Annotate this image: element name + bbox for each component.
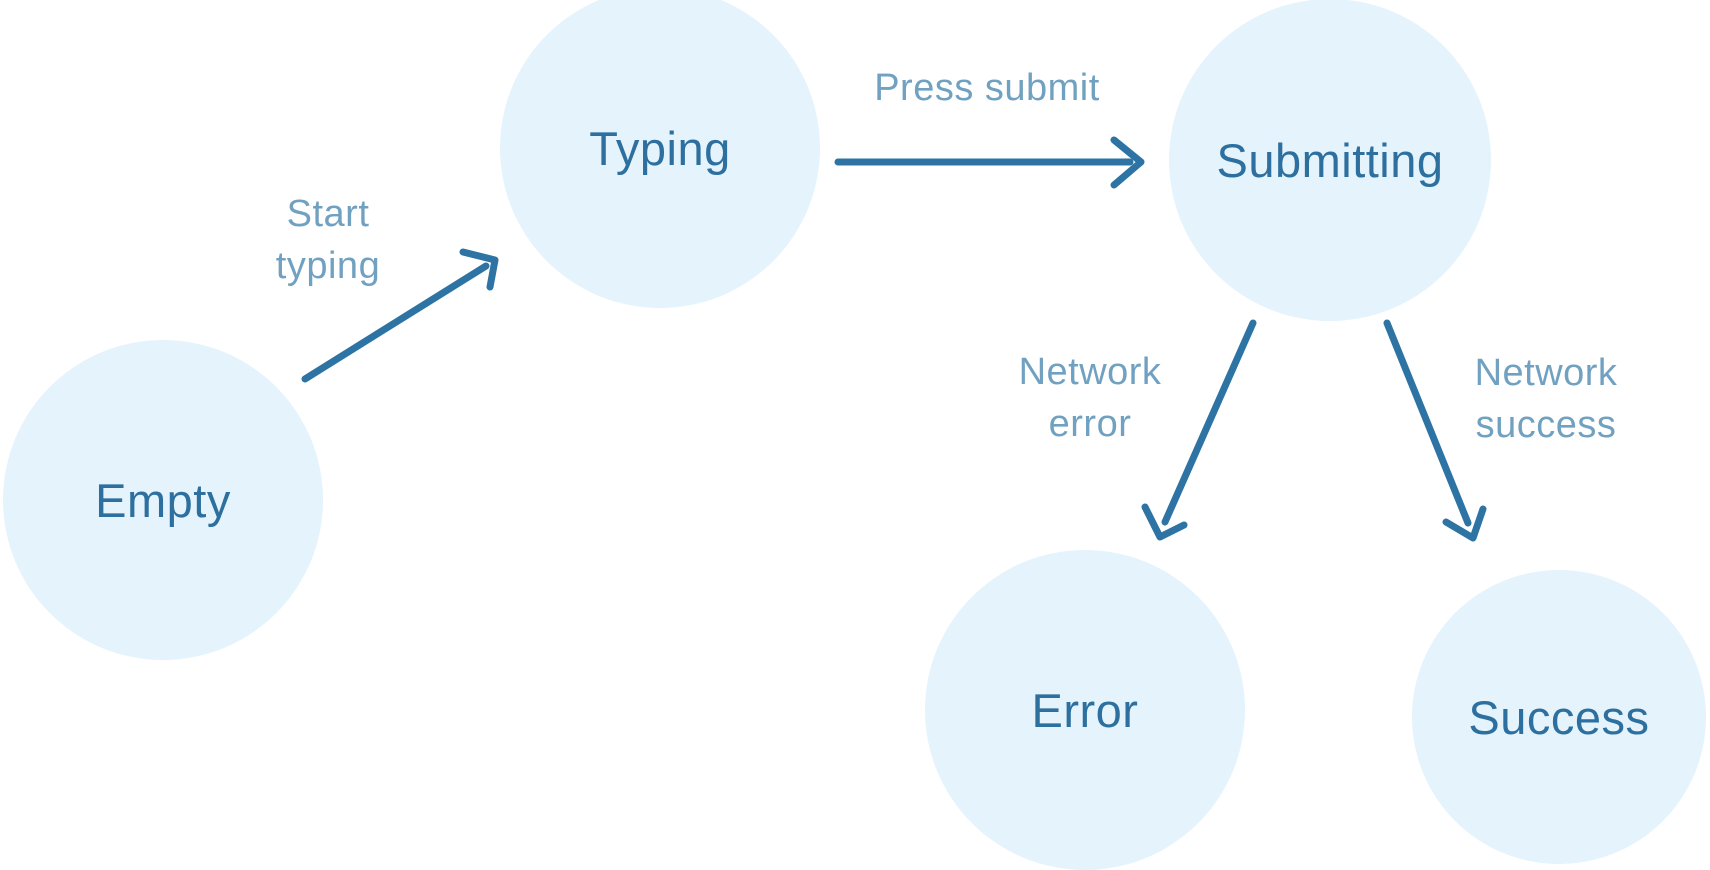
transition-label-network-success: Network success: [1474, 352, 1618, 446]
transition-label-network-error: Network error: [1018, 351, 1162, 445]
state-node-submitting: Submitting: [1169, 0, 1491, 321]
arrow-network-success: [1383, 319, 1487, 542]
transition-label-press-submit: Press submit: [874, 67, 1100, 109]
state-label-empty: Empty: [95, 473, 231, 527]
state-node-error: Error: [925, 550, 1245, 870]
state-label-typing: Typing: [589, 121, 731, 175]
state-label-error: Error: [1031, 683, 1139, 737]
state-node-typing: Typing: [500, 0, 820, 308]
arrow-press-submit: [834, 136, 1145, 189]
transition-label-start-typing: Start typing: [275, 193, 381, 287]
state-node-empty: Empty: [3, 340, 323, 660]
state-label-success: Success: [1468, 690, 1650, 744]
state-label-submitting: Submitting: [1216, 133, 1444, 187]
state-node-success: Success: [1412, 570, 1706, 864]
